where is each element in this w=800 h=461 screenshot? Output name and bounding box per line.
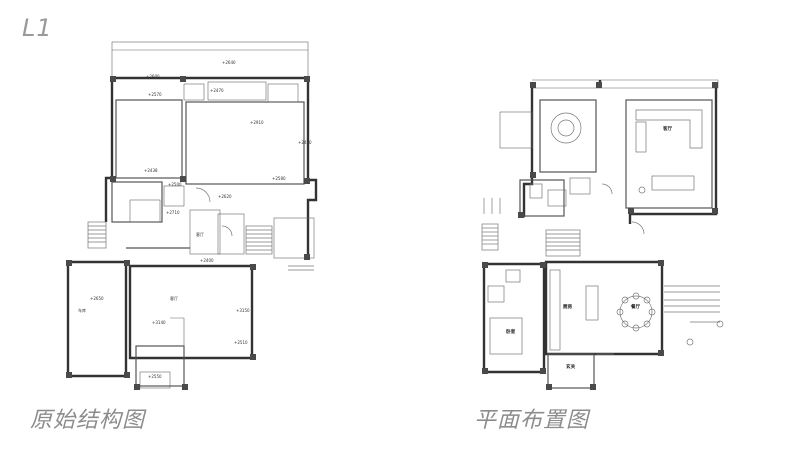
svg-text:+2438: +2438 [144,168,158,173]
caption-original-plan: 原始结构图 [30,408,146,433]
room-label-entrance: 玄关 [566,363,576,370]
svg-text:客厅: 客厅 [170,295,178,301]
svg-text:+3150: +3150 [236,308,250,313]
layout-plan: 餐厅 客厅 厨房 卧室 玄关 [481,79,724,390]
svg-text:+2640: +2640 [222,60,236,65]
svg-text:车库: 车库 [78,307,86,313]
svg-text:+2550: +2550 [148,374,162,379]
original-structure-plan: +2640 +2600 +2470 +2910 +2570 +2450 +243… [66,41,318,390]
room-label-living: 客厅 [662,125,673,132]
svg-text:+2580: +2580 [272,176,286,181]
svg-text:+2570: +2570 [148,92,162,97]
svg-text:+2510: +2510 [234,340,248,345]
room-label-bedroom: 卧室 [506,328,516,335]
caption-layout-plan: 平面布置图 [474,408,590,433]
room-label-kitchen: 厨房 [563,303,573,310]
svg-text:+2600: +2600 [146,74,160,79]
room-label-dining: 餐厅 [630,303,641,310]
svg-text:+2500: +2500 [168,182,182,187]
level-label: L1 [22,14,53,42]
svg-text:+2910: +2910 [250,120,264,125]
svg-text:+2650: +2650 [90,296,104,301]
svg-text:+2620: +2620 [218,194,232,199]
svg-text:客厅: 客厅 [196,231,204,237]
svg-text:+2710: +2710 [166,210,180,215]
svg-text:+2470: +2470 [210,88,224,93]
svg-text:+2450: +2450 [298,140,312,145]
svg-text:+2400: +2400 [200,258,214,263]
svg-text:+3140: +3140 [152,320,166,325]
